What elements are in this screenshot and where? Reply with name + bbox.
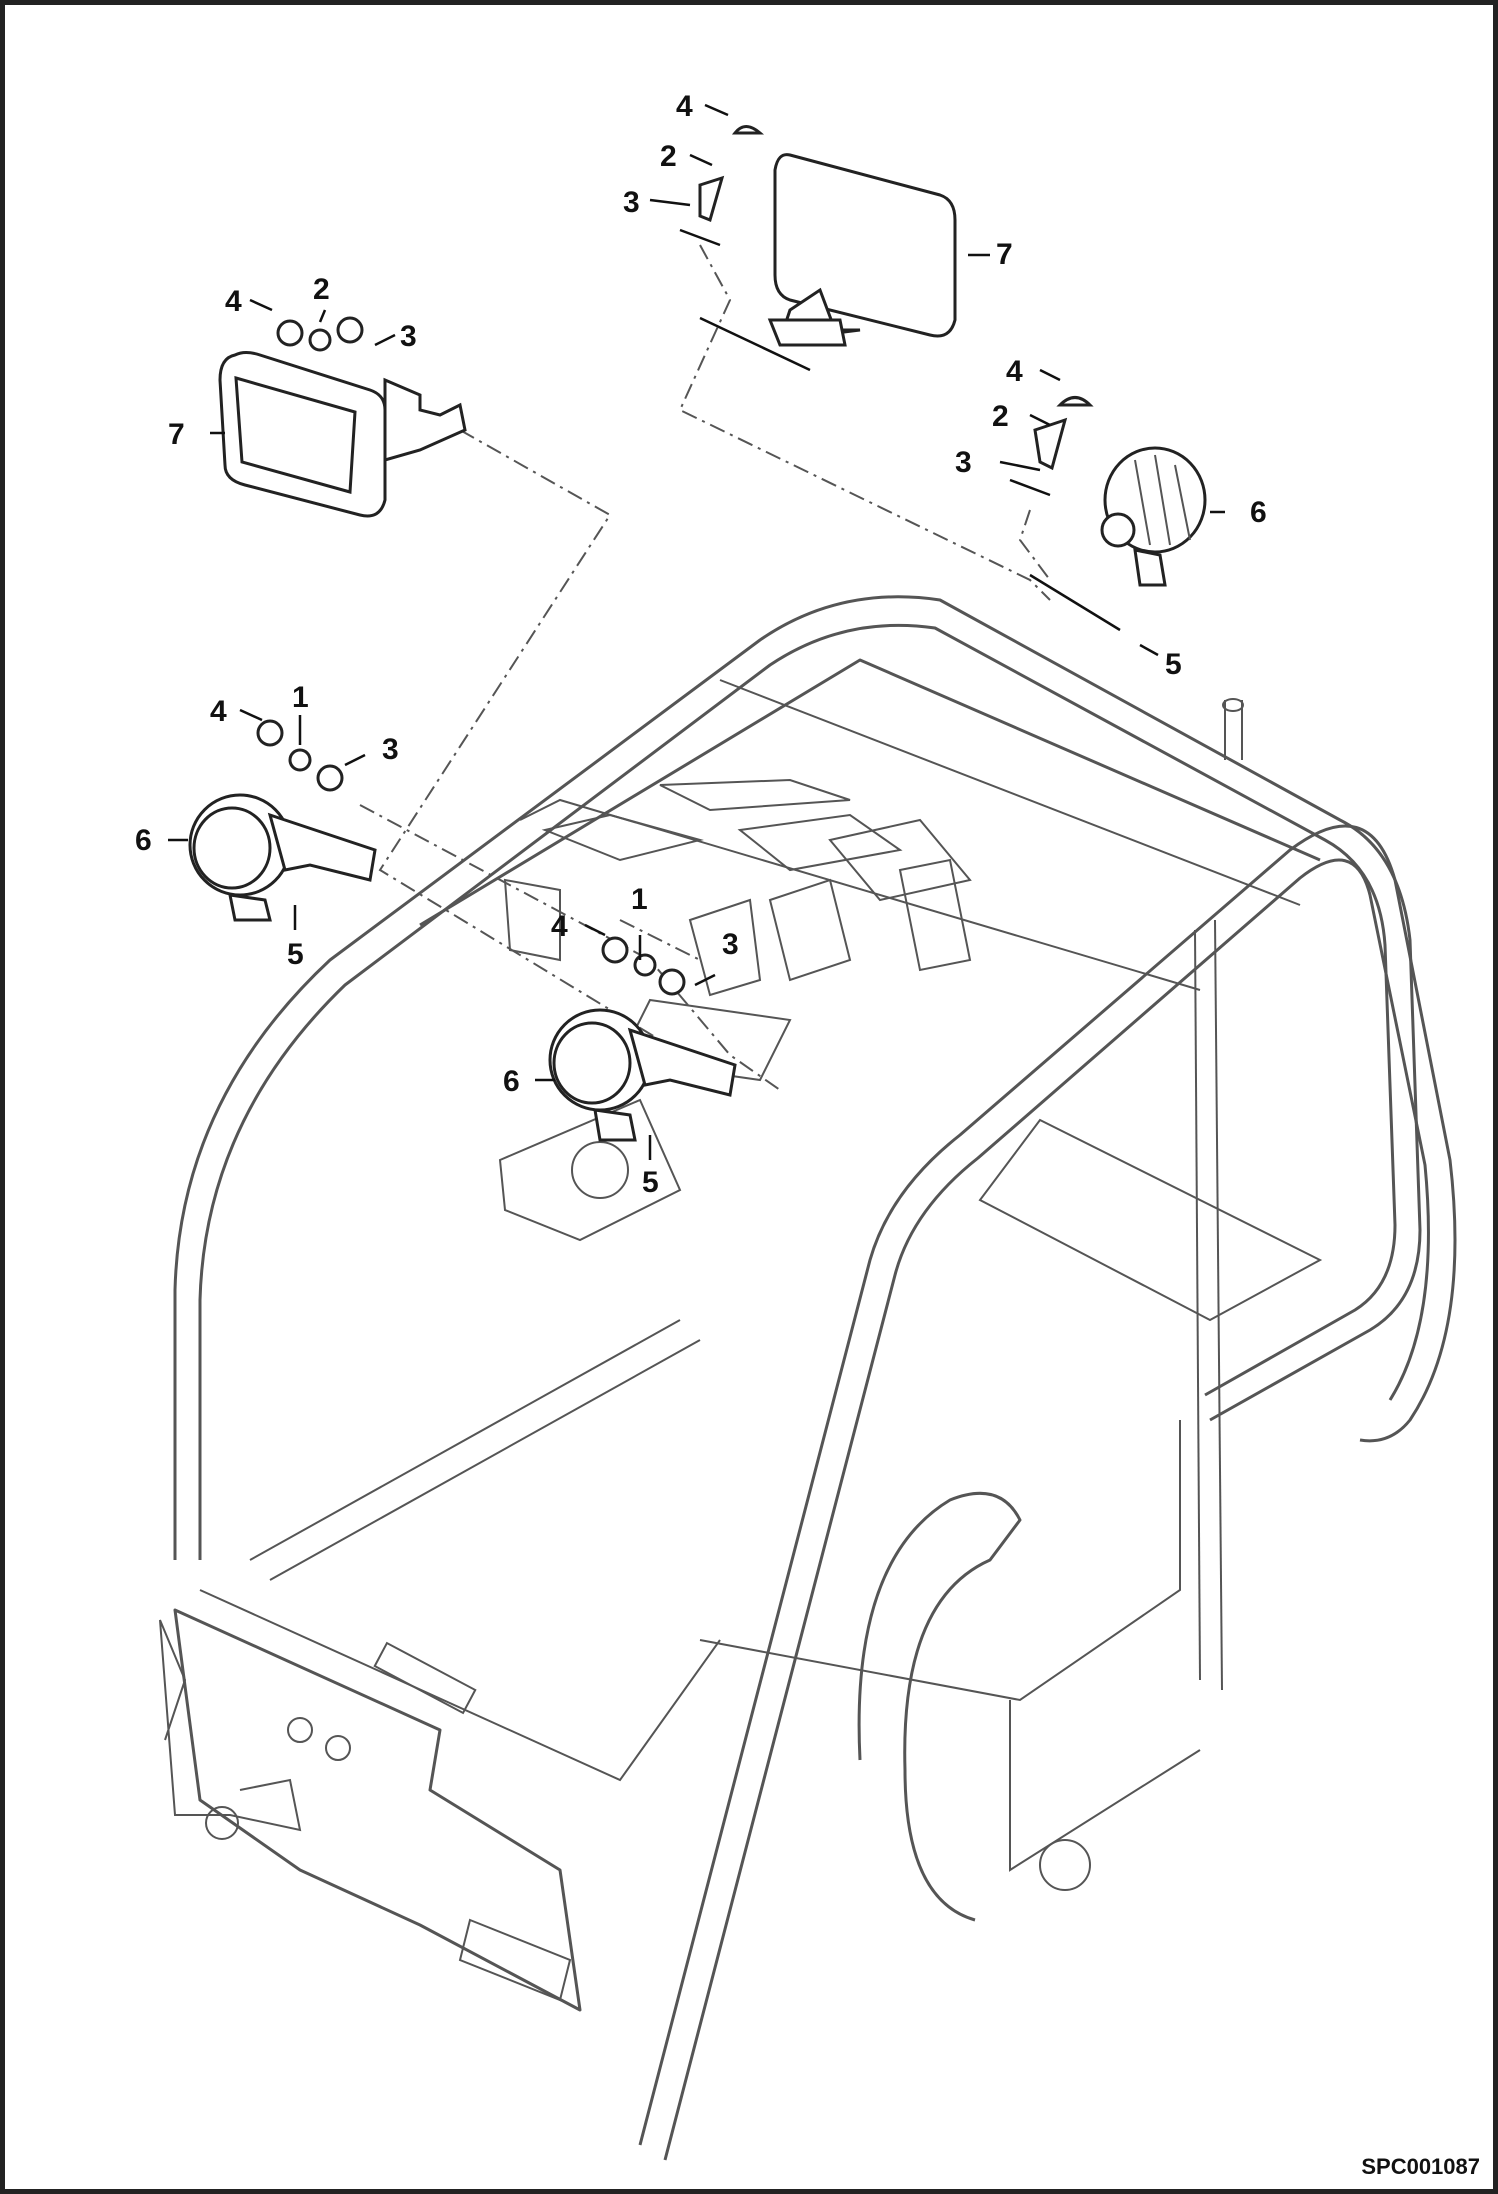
assembly-leader-lines: [359, 244, 1051, 1091]
callout-left-4: 4: [225, 285, 242, 318]
callout-left-3: 3: [400, 320, 417, 353]
cab-frame: [159, 595, 1457, 2161]
callout-left-2: 2: [313, 273, 330, 306]
callout-midleft-1: 1: [292, 681, 309, 714]
callout-right-4: 4: [1006, 355, 1023, 388]
callout-top-7: 7: [996, 238, 1013, 271]
callout-midleft-6: 6: [135, 824, 152, 857]
callout-midleft-5: 5: [287, 938, 304, 971]
callout-top-3: 3: [623, 186, 640, 219]
callout-top-2: 2: [660, 140, 677, 173]
callout-center-1: 1: [631, 883, 648, 916]
callout-right-6: 6: [1250, 496, 1267, 529]
callout-right-5: 5: [1165, 648, 1182, 681]
work-light-left-rect: [218, 316, 467, 518]
callout-center-6: 6: [503, 1065, 520, 1098]
work-light-center-round: [548, 936, 737, 1142]
callout-right-2: 2: [992, 400, 1009, 433]
callout-right-3: 3: [955, 446, 972, 479]
drawing-reference-code: SPC001087: [1361, 2154, 1480, 2179]
callout-left-7: 7: [168, 418, 185, 451]
callout-midleft-3: 3: [382, 733, 399, 766]
callout-leaders: [168, 103, 1225, 1160]
callout-center-5: 5: [642, 1166, 659, 1199]
callout-center-4: 4: [551, 910, 568, 943]
callout-top-4: 4: [676, 90, 693, 123]
work-light-top-rect: [679, 125, 957, 372]
work-light-right-round: [1009, 396, 1207, 632]
callout-midleft-4: 4: [210, 695, 227, 728]
callout-center-3: 3: [722, 928, 739, 961]
work-light-midleft-round: [188, 719, 377, 922]
